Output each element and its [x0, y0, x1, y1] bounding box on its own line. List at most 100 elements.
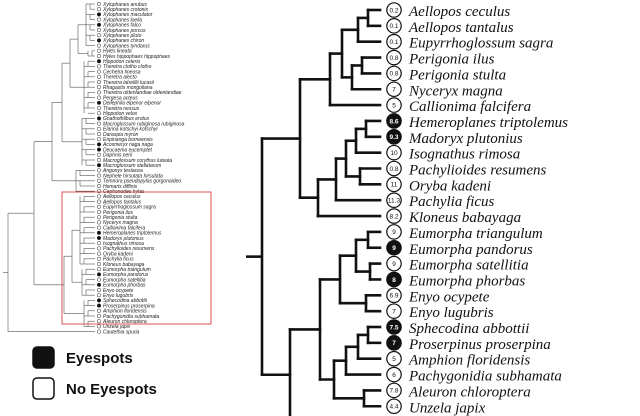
overview-no-eyespot-marker [96, 261, 102, 267]
overview-no-eyespot-marker [96, 152, 102, 157]
no-eyespot-node-marker [386, 366, 402, 383]
overview-no-eyespot-marker [96, 27, 102, 33]
overview-no-eyespot-marker [96, 225, 102, 230]
detail-taxon-name: Proserpinus proserpina [408, 337, 551, 353]
overview-taxon-name: Cechetra lineosa [103, 69, 141, 75]
overview-taxon-name: Macroglossum stellatarum [103, 163, 161, 169]
overview-no-eyespot-marker [96, 95, 102, 100]
overview-taxon-name: Rhagastis mongoliana [103, 85, 153, 91]
overview-taxon: Enyo lugubris [96, 293, 134, 299]
overview-no-eyespot-marker [96, 183, 102, 189]
overview-taxon-name: Aleuron chloroptera [102, 319, 147, 325]
overview-taxon: Nyceryx magna [96, 220, 138, 226]
overview-taxon: Cautethia spuria [96, 329, 140, 335]
overview-taxon-name: Xylophanes falco [102, 23, 141, 29]
overview-taxon: Madoryx plutonius [96, 236, 144, 242]
node-score-label: 6.9 [389, 293, 398, 300]
overview-no-eyespot-marker [96, 178, 102, 183]
overview-taxon: Eumorpha triangulum [96, 267, 151, 273]
overview-taxon-name: Perigonia ilus [103, 210, 134, 216]
overview-no-eyespot-marker [96, 33, 102, 38]
node-score-label: 0.1 [389, 23, 398, 30]
overview-taxon: Rhagastis mongoliana [96, 85, 153, 91]
overview-taxon-name: Eupyrrhoglossum sagra [103, 205, 156, 211]
overview-taxon: Eumorpha pandorus [96, 272, 149, 278]
detail-taxon-name: Madoryx plutonius [408, 131, 523, 147]
overview-no-eyespot-marker [96, 131, 102, 137]
overview-no-eyespot-marker [96, 168, 102, 173]
no-eyespot-node-marker [386, 224, 402, 240]
overview-taxon: Macroglossum corythus luteata [96, 157, 172, 164]
no-eyespot-node-marker [386, 192, 402, 208]
overview-taxon: Hippotion celerio [96, 59, 140, 65]
overview-taxon: Eumorpha satellitia [96, 277, 146, 283]
overview-taxon-name: Theretra nessus [103, 106, 140, 112]
overview-taxon: Unzela japix [96, 324, 131, 330]
overview-taxon: Sphecodina abbottii [96, 298, 148, 304]
overview-no-eyespot-marker [96, 215, 102, 220]
overview-taxon: Callionima falcifera [96, 225, 145, 231]
no-eyespot-node-marker [386, 2, 402, 18]
overview-taxon-name: Xylophanes chiron [102, 38, 144, 44]
overview-taxon-name: Aellopos ceculus [102, 194, 141, 200]
detail-taxon-name: Enyo lugubris [408, 305, 494, 321]
overview-taxon: Pachylioides resumens [96, 246, 155, 252]
node-score-label: 6 [392, 372, 396, 379]
detail-taxon-name: Eupyrrhoglossum sagra [408, 36, 553, 52]
overview-taxon-name: Pachylioides resumens [103, 246, 155, 252]
overview-taxon: Xylophanes chiron [96, 38, 144, 44]
overview-taxon: Gnathothlibus erotus [96, 116, 150, 122]
overview-no-eyespot-marker [96, 267, 102, 272]
node-score-label: 8.2 [389, 213, 398, 220]
overview-taxon-name: Theretra latreillii lucasii [103, 80, 155, 86]
overview-taxon: Xylophanes pluto [96, 33, 142, 39]
overview-no-eyespot-marker [96, 90, 102, 95]
detail-taxon-name: Perigonia stulta [408, 67, 506, 83]
overview-eyespot-marker [96, 298, 102, 303]
overview-taxon-name: Hyles lineata [103, 49, 132, 55]
overview-no-eyespot-marker [96, 209, 102, 215]
detail-taxon-name: Pachygonidia subhamata [408, 369, 562, 385]
overview-taxon: Elarina kotschyi kotschyi [96, 127, 158, 133]
overview-taxon: Aleuron chloroptera [96, 319, 147, 325]
overview-taxon: Theretra alecto [96, 75, 137, 81]
overview-no-eyespot-marker [96, 17, 102, 22]
overview-taxon-name: Madoryx plutonius [103, 236, 144, 242]
overview-no-eyespot-marker [96, 246, 102, 251]
overview-no-eyespot-marker [96, 319, 102, 324]
detail-taxon-name: Sphecodina abbottii [409, 321, 529, 337]
overview-taxon-name: Eumorpha triangulum [103, 267, 151, 273]
detail-taxon: 6.9 Enyo ocypete [386, 287, 490, 305]
no-eyespots-legend-swatch [32, 377, 55, 400]
overview-taxon: Theretra clotho clotho [96, 64, 152, 70]
overview-taxon: Xylophanes anubus [96, 2, 147, 8]
overview-taxon-name: Enyo ocypete [103, 288, 134, 294]
overview-taxon-name: Hippotion celerio [103, 59, 140, 65]
node-score-label: 0.2 [389, 7, 398, 14]
overview-eyespot-marker [96, 12, 102, 17]
overview-taxon-name: Isognathus rimosa [103, 241, 144, 247]
overview-eyespot-marker [96, 38, 102, 43]
node-score-label: 7 [392, 340, 396, 347]
overview-no-eyespot-marker [96, 157, 102, 163]
overview-no-eyespot-marker [96, 43, 102, 48]
overview-taxon-name: Gnathothlibus erotus [103, 116, 150, 122]
node-score-label: 0.8 [389, 55, 398, 62]
detail-taxon: 6 Pachygonidia subhamata [386, 366, 562, 385]
no-eyespot-node-marker [386, 81, 402, 98]
overview-taxon-name: Eumorpha pandorus [103, 272, 149, 278]
overview-taxon-name: Enpinanga borneensis [103, 137, 153, 143]
overview-taxon-name: Theretra alecto [103, 75, 137, 81]
detail-taxon-name: Enyo ocypete [408, 289, 490, 305]
overview-no-eyespot-marker [96, 105, 102, 111]
overview-taxon: Hippotion velox [96, 111, 138, 117]
overview-taxon: Perigonia stulta [96, 215, 138, 221]
